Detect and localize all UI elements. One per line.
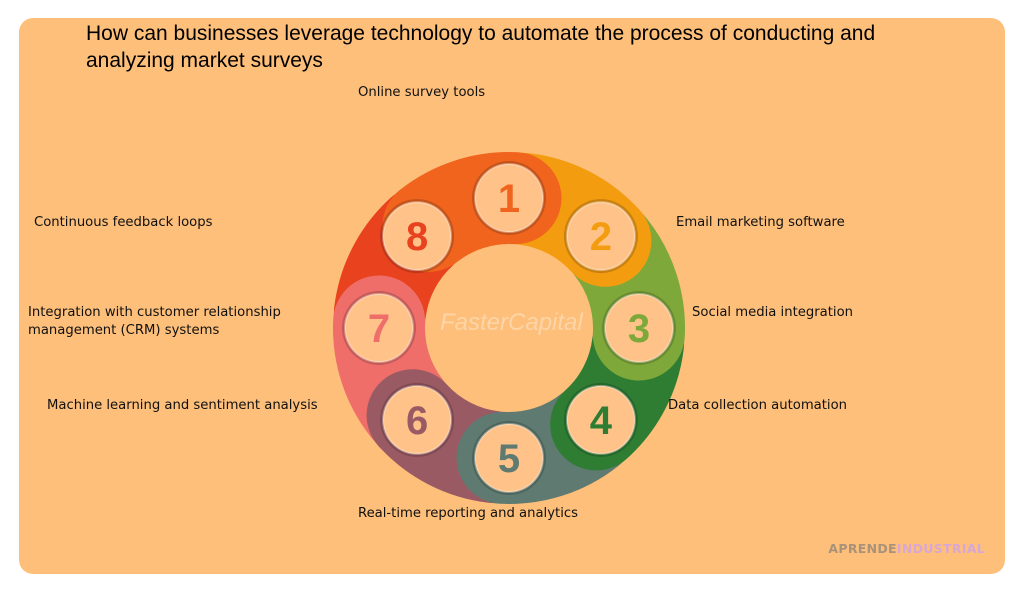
step-label-1: Online survey tools xyxy=(358,85,486,100)
step-badge-4: 4 xyxy=(563,382,638,457)
step-badge-8: 8 xyxy=(380,199,455,274)
badge-circle-3 xyxy=(604,293,674,363)
step-number-6: 6 xyxy=(406,399,428,443)
badge-circle-7 xyxy=(344,293,414,363)
badge-circle-2 xyxy=(565,201,636,272)
step-number-1: 1 xyxy=(498,177,520,221)
step-number-2: 2 xyxy=(590,215,612,259)
step-badge-6: 6 xyxy=(380,382,455,457)
step-label-4: Data collection automation xyxy=(668,398,848,413)
step-label-2: Email marketing software xyxy=(676,215,845,230)
step-label-8: Continuous feedback loops xyxy=(34,215,213,230)
step-badge-3: 3 xyxy=(602,291,676,365)
step-label-6: Machine learning and sentiment analysis xyxy=(47,398,318,413)
badge-circle-4 xyxy=(565,384,636,455)
watermark: FasterCapital xyxy=(440,309,583,336)
step-label-3: Social media integration xyxy=(692,305,853,320)
step-badge-2: 2 xyxy=(563,199,638,274)
step-label-7: Integration with customer relationship m… xyxy=(28,305,281,338)
step-badge-7: 7 xyxy=(342,291,416,365)
badge-circle-6 xyxy=(382,384,453,455)
step-label-5: Real-time reporting and analytics xyxy=(358,506,578,521)
step-number-4: 4 xyxy=(590,399,613,443)
step-number-7: 7 xyxy=(368,307,390,351)
badge-circle-1 xyxy=(474,163,544,233)
step-number-5: 5 xyxy=(498,437,520,481)
badge-circle-8 xyxy=(382,201,453,272)
badge-circle-5 xyxy=(474,423,544,493)
step-badge-5: 5 xyxy=(472,421,546,495)
step-number-3: 3 xyxy=(628,307,650,351)
step-badge-1: 1 xyxy=(472,161,546,235)
step-number-8: 8 xyxy=(406,215,428,259)
brand-logo: APRENDEINDUSTRIAL xyxy=(828,541,985,556)
page-title: How can businesses leverage technology t… xyxy=(86,22,876,72)
